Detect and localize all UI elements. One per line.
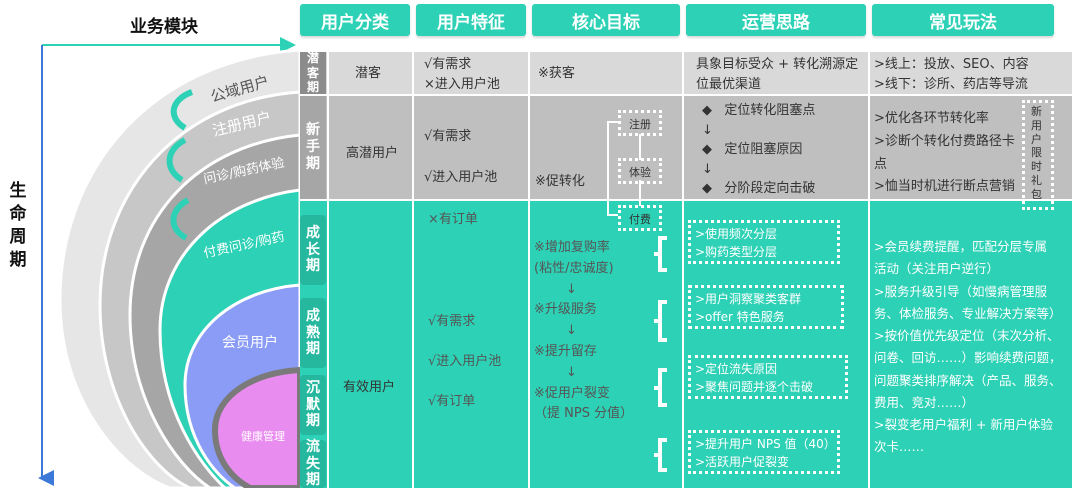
row1-goal: ※获客 (538, 66, 575, 81)
row-effective (300, 201, 1072, 488)
stage-novice: 新手期 (300, 96, 326, 199)
row3-feature-top: ×有订单 (428, 212, 478, 227)
row3-goals: ※增加复购率 (粘性/忠诚度) ↓ ※升级服务 ↓ ※提升留存 ↓ ※促用户裂变… (534, 240, 634, 422)
row2-plays: >优化各环节转化率>诊断个转化付费路径卡点>恤当时机进行断点营销 (874, 111, 1015, 195)
row3-plays: >会员续费提醒，匹配分层专属活动（关注用户逆行）>服务升级引导（如慢病管理服务、… (874, 239, 1062, 455)
row1-feature: √有需求×进入用户池 (424, 57, 500, 93)
stage-growth: 成长期 (300, 215, 326, 285)
flow-arrow-3 (170, 197, 190, 241)
left-diagram (38, 37, 300, 488)
row3-box-2: >用户洞察聚类客群>offer 特色服务 (688, 285, 844, 329)
row2-feature-1: √有需求 (424, 129, 472, 144)
arc-label-health: 健康管理 (241, 430, 285, 443)
row1-thinking: 具象目标受众 + 转化溯源定位最优渠道 (696, 57, 859, 93)
header-plays: 常见玩法 (872, 4, 1054, 36)
stage-mature: 成熟期 (300, 298, 326, 368)
flow-arrow-1 (170, 89, 194, 131)
stage-silent: 沉默期 (300, 375, 326, 435)
flow-pay: 付费 (618, 205, 662, 231)
flow-arrow-4 (179, 262, 198, 315)
row3-feature-2: √进入用户池 (428, 354, 502, 369)
row2-goal: ※促转化 (535, 174, 585, 189)
row1-plays: >线上：投放、SEO、内容>线下：诊所、药店等导流 (874, 57, 1029, 93)
gift-box: 新用户限时礼包 (1022, 100, 1054, 210)
row-novice (300, 96, 1072, 199)
header-thinking: 运营思路 (686, 4, 866, 36)
header-goal: 核心目标 (532, 4, 680, 36)
header-category: 用户分类 (300, 4, 410, 36)
row2-thinking: ◆ 定位转化阻塞点 ↓ ◆ 定位阻塞原因 ↓ ◆ 分阶段定向击破 (702, 103, 816, 196)
row2-feature-2: √进入用户池 (424, 170, 498, 185)
stage-prospect: 潜客期 (300, 51, 326, 94)
lifecycle-label: 生命周期 (9, 181, 27, 270)
flow-experience: 体验 (618, 158, 662, 184)
header-feature: 用户特征 (416, 4, 526, 36)
flow-register: 注册 (618, 110, 662, 136)
row3-box-3: >定位流失原因>聚焦问题并逐个击破 (688, 355, 848, 399)
row3-box-4: >提升用户 NPS 值（40）>活跃用户促裂变 (688, 430, 840, 474)
row1-category: 潜客 (355, 66, 382, 81)
stage-churn: 流失期 (300, 439, 326, 488)
row-prospect (300, 52, 1072, 94)
row3-feature-1: √有需求 (428, 314, 476, 329)
row3-category: 有效用户 (343, 380, 396, 395)
flow-arrow-2 (166, 137, 187, 183)
row2-category: 高潜用户 (346, 146, 399, 161)
row3-feature-3: √有订单 (428, 394, 476, 409)
module-label: 业务模块 (130, 17, 198, 37)
arc-label-member: 会员用户 (222, 335, 278, 351)
row3-box-1: >使用频次分层>购药类型分层 (688, 220, 840, 264)
arc-health (211, 366, 300, 488)
